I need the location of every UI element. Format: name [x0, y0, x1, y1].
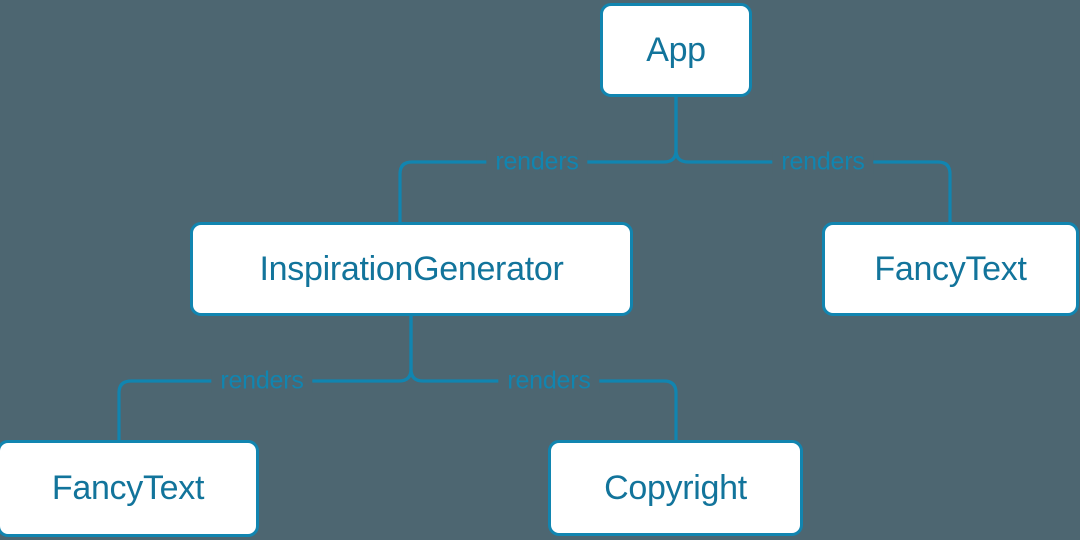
node-inspiration-generator[interactable]: InspirationGenerator: [190, 222, 633, 316]
edge-label-inspiration-generator-to-copyright: renders: [498, 368, 600, 394]
edge-label-inspiration-generator-to-fancy-text-left: renders: [211, 368, 313, 394]
edge-label-app-to-inspiration-generator: renders: [486, 149, 588, 175]
node-fancy-text-left-label: FancyText: [51, 469, 205, 507]
edge-label-app-to-fancy-text-right: renders: [772, 149, 874, 175]
node-inspiration-generator-label: InspirationGenerator: [259, 249, 564, 288]
node-app-label: App: [646, 30, 706, 69]
node-fancy-text-right-label: FancyText: [874, 249, 1027, 288]
node-fancy-text-right[interactable]: FancyText: [822, 222, 1079, 316]
node-fancy-text-left[interactable]: FancyText: [0, 440, 259, 537]
node-copyright-label: Copyright: [604, 468, 747, 507]
node-app[interactable]: App: [600, 3, 752, 97]
node-copyright[interactable]: Copyright: [548, 440, 803, 536]
